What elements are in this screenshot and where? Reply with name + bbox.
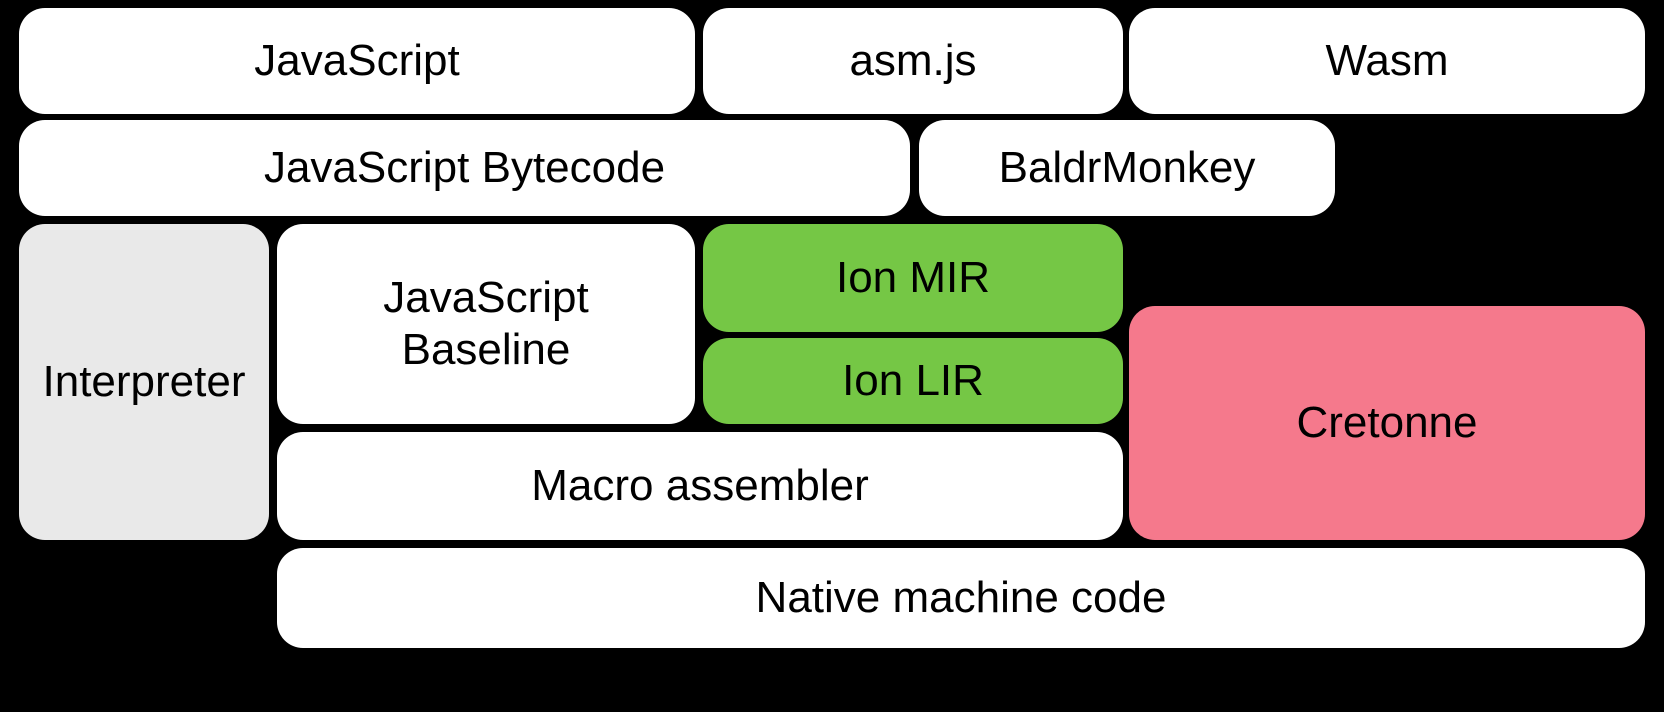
- block-macro-assembler[interactable]: Macro assembler: [277, 432, 1123, 540]
- block-javascript-bytecode[interactable]: JavaScript Bytecode: [19, 120, 910, 216]
- block-native-machine-code[interactable]: Native machine code: [277, 548, 1645, 648]
- block-wasm[interactable]: Wasm: [1129, 8, 1645, 114]
- block-ion-lir[interactable]: Ion LIR: [703, 338, 1123, 424]
- block-interpreter[interactable]: Interpreter: [19, 224, 269, 540]
- block-cretonne[interactable]: Cretonne: [1129, 306, 1645, 540]
- block-javascript[interactable]: JavaScript: [19, 8, 695, 114]
- block-baldrmonkey[interactable]: BaldrMonkey: [919, 120, 1335, 216]
- block-ion-mir[interactable]: Ion MIR: [703, 224, 1123, 332]
- block-asm-js[interactable]: asm.js: [703, 8, 1123, 114]
- block-javascript-baseline[interactable]: JavaScript Baseline: [277, 224, 695, 424]
